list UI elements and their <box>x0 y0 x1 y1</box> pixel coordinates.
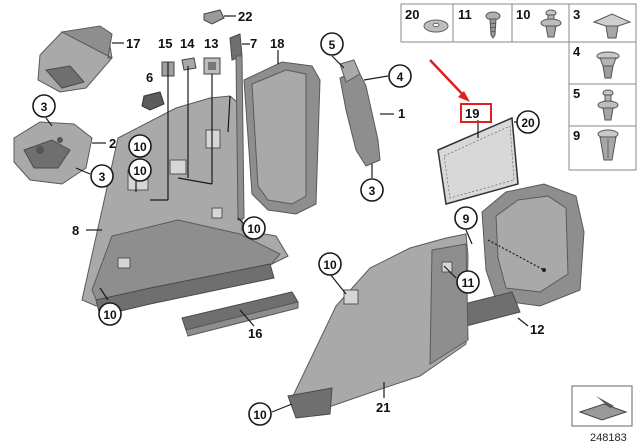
callout-12: 12 <box>530 322 544 337</box>
expanding-clip-icon <box>597 129 619 161</box>
part-7-strip: 7 <box>229 33 257 221</box>
callout-circle-3b <box>90 164 114 188</box>
callout-20: 20 <box>521 116 535 130</box>
table-label-4: 4 <box>573 44 581 59</box>
fastener-table: 20 11 10 3 4 5 9 <box>400 3 637 171</box>
callout-3a: 3 <box>41 100 48 114</box>
callout-circle-11 <box>456 270 480 294</box>
callout-circle-5 <box>320 32 344 56</box>
diagram-code-box: 248183 <box>571 385 633 444</box>
callout-circle-10b <box>128 158 152 182</box>
part-13-clip: 13 <box>203 36 221 75</box>
callout-circle-10a <box>128 134 152 158</box>
callout-7: 7 <box>250 36 257 51</box>
callout-4: 4 <box>397 70 404 84</box>
callout-circle-3a <box>32 94 56 118</box>
callout-1: 1 <box>398 106 405 121</box>
callout-3c: 3 <box>369 184 376 198</box>
table-label-5: 5 <box>573 86 580 101</box>
rivet-icon <box>540 9 562 38</box>
table-label-20: 20 <box>405 7 419 22</box>
highlight-arrow-icon <box>429 59 470 102</box>
callout-2: 2 <box>109 136 116 151</box>
callout-10e: 10 <box>323 258 337 272</box>
callout-3b: 3 <box>99 170 106 184</box>
callout-10d: 10 <box>103 308 117 322</box>
part-6-plug: 6 <box>141 70 165 111</box>
callout-8: 8 <box>72 223 79 238</box>
callout-13: 13 <box>204 36 218 51</box>
part-16-sill-strip: 16 <box>181 291 299 341</box>
part-1-pillar-trim: 1 <box>339 59 405 167</box>
callout-6: 6 <box>146 70 153 85</box>
callout-circle-10d <box>98 302 122 326</box>
clip-icon <box>596 51 620 79</box>
part-14-clip: 14 <box>180 36 197 71</box>
circle-callouts: 3 3 10 10 10 10 10 10 5 4 3 20 9 <box>32 32 540 426</box>
callout-22: 22 <box>238 9 252 24</box>
callout-circle-10e <box>318 252 342 276</box>
part-2-bracket: 2 <box>13 121 116 185</box>
leader-lines <box>135 62 247 227</box>
callout-circle-10f <box>248 402 272 426</box>
callout-circle-3c <box>360 178 384 202</box>
table-label-11: 11 <box>458 7 472 22</box>
part-22-clip: 22 <box>203 9 252 25</box>
callout-10c: 10 <box>247 222 261 236</box>
part-19-net: 19 <box>437 103 526 205</box>
callout-circle-4 <box>388 64 412 88</box>
part-15-clip: 15 <box>158 36 175 77</box>
screw-icon <box>485 11 501 39</box>
part-12-right-trim: 12 <box>455 183 585 337</box>
part-21-right-trim-panel: 21 <box>287 233 469 419</box>
table-label-10: 10 <box>516 7 530 22</box>
callout-10b: 10 <box>133 164 147 178</box>
callout-14: 14 <box>180 36 195 51</box>
callout-circle-20 <box>516 110 540 134</box>
callout-17: 17 <box>126 36 140 51</box>
clip-icon <box>592 13 632 39</box>
callout-9: 9 <box>463 212 470 226</box>
callout-16: 16 <box>248 326 262 341</box>
callout-11: 11 <box>462 276 475 290</box>
callout-circle-9 <box>454 206 478 230</box>
part-18-pillar-trim: 18 <box>243 36 321 215</box>
part-17-cover: 17 <box>37 25 140 93</box>
callout-10a: 10 <box>133 140 147 154</box>
diagram-code: 248183 <box>590 432 627 444</box>
table-label-3: 3 <box>573 7 580 22</box>
callout-21: 21 <box>376 400 390 415</box>
callout-15: 15 <box>158 36 172 51</box>
push-pin-icon <box>597 89 619 121</box>
callout-5: 5 <box>329 38 336 52</box>
callout-circle-10c <box>242 216 266 240</box>
table-label-9: 9 <box>573 128 580 143</box>
callout-19: 19 <box>465 106 479 121</box>
callout-10f: 10 <box>253 408 267 422</box>
washer-icon <box>423 19 449 33</box>
callout-18: 18 <box>270 36 284 51</box>
highlight-box <box>460 103 492 123</box>
